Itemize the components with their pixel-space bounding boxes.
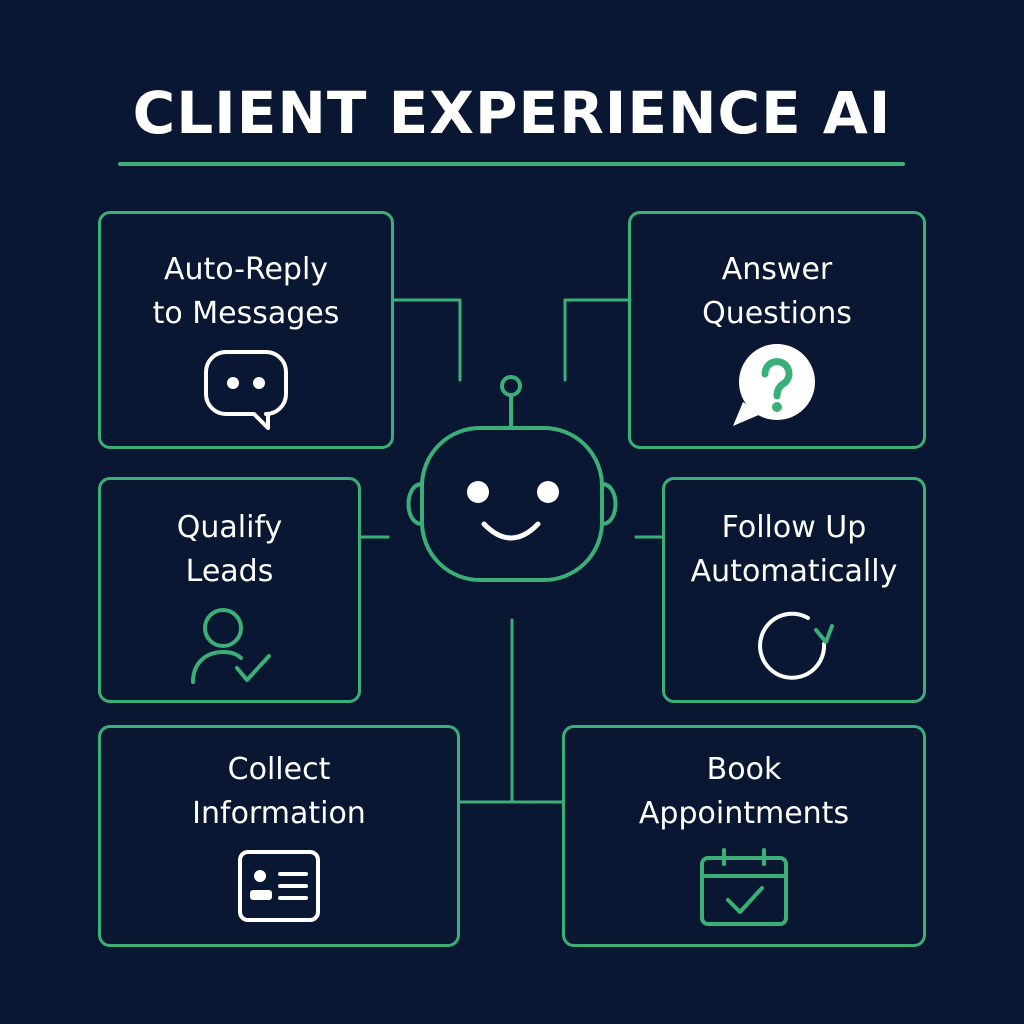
card-follow-up: Follow Up Automatically xyxy=(662,477,926,703)
card-auto-reply: Auto-Reply to Messages xyxy=(98,211,394,449)
card-collect-information-line1: Collect xyxy=(227,752,331,787)
card-qualify-leads-line2: Leads xyxy=(185,554,274,589)
refresh-icon xyxy=(752,606,836,690)
connector-auto-reply xyxy=(391,298,462,382)
card-book-appointments: Book Appointments xyxy=(562,725,926,947)
card-follow-up-line1: Follow Up xyxy=(721,510,867,545)
card-qualify-leads: Qualify Leads xyxy=(98,477,361,703)
card-book-appointments-line2: Appointments xyxy=(638,796,850,831)
connector-answer-questions xyxy=(563,298,632,382)
card-auto-reply-line2: to Messages xyxy=(152,296,340,331)
chat-bubble-icon xyxy=(196,344,296,434)
card-qualify-leads-line1: Qualify xyxy=(176,510,283,545)
card-answer-questions-line2: Questions xyxy=(702,296,852,331)
card-answer-questions-line1: Answer xyxy=(721,252,833,287)
card-collect-information: Collect Information xyxy=(98,725,460,947)
card-auto-reply-line1: Auto-Reply xyxy=(163,252,329,287)
title-divider xyxy=(118,162,905,166)
calendar-check-icon xyxy=(696,846,792,930)
card-book-appointments-line1: Book xyxy=(706,752,782,787)
card-follow-up-line2: Automatically xyxy=(690,554,898,589)
diagram-title: CLIENT EXPERIENCE AI xyxy=(132,79,892,147)
card-collect-information-line2: Information xyxy=(192,796,366,831)
question-bubble-icon xyxy=(729,342,825,432)
robot-head-icon xyxy=(400,374,624,590)
card-answer-questions: Answer Questions xyxy=(628,211,926,449)
user-check-icon xyxy=(185,604,275,690)
id-card-icon xyxy=(236,848,322,924)
